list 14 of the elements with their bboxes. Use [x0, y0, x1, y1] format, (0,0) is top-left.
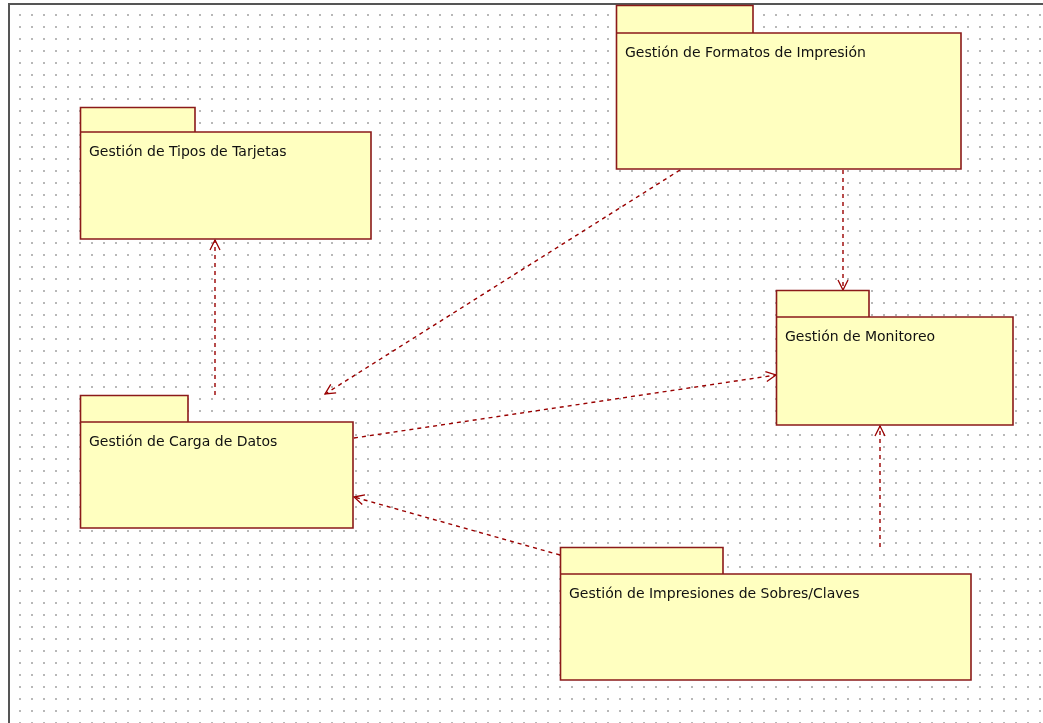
package-name: Gestión de Monitoreo: [785, 328, 936, 344]
dependency-arrow: [209, 239, 221, 396]
package-name: Gestión de Formatos de Impresión: [625, 44, 866, 60]
package-name: Gestión de Tipos de Tarjetas: [89, 143, 287, 159]
package-shape: [80, 395, 354, 529]
package-name: Gestión de Carga de Datos: [89, 433, 278, 449]
package-shape: [776, 290, 1014, 426]
dependency-arrow: [874, 425, 886, 548]
dependency-arrow: [353, 494, 561, 556]
dependency-arrow: [837, 169, 849, 291]
dependency-arrow: [324, 169, 681, 395]
dependency-arrow: [353, 370, 777, 439]
package-shape: [560, 547, 972, 681]
package-name: Gestión de Impresiones de Sobres/Claves: [569, 585, 860, 601]
